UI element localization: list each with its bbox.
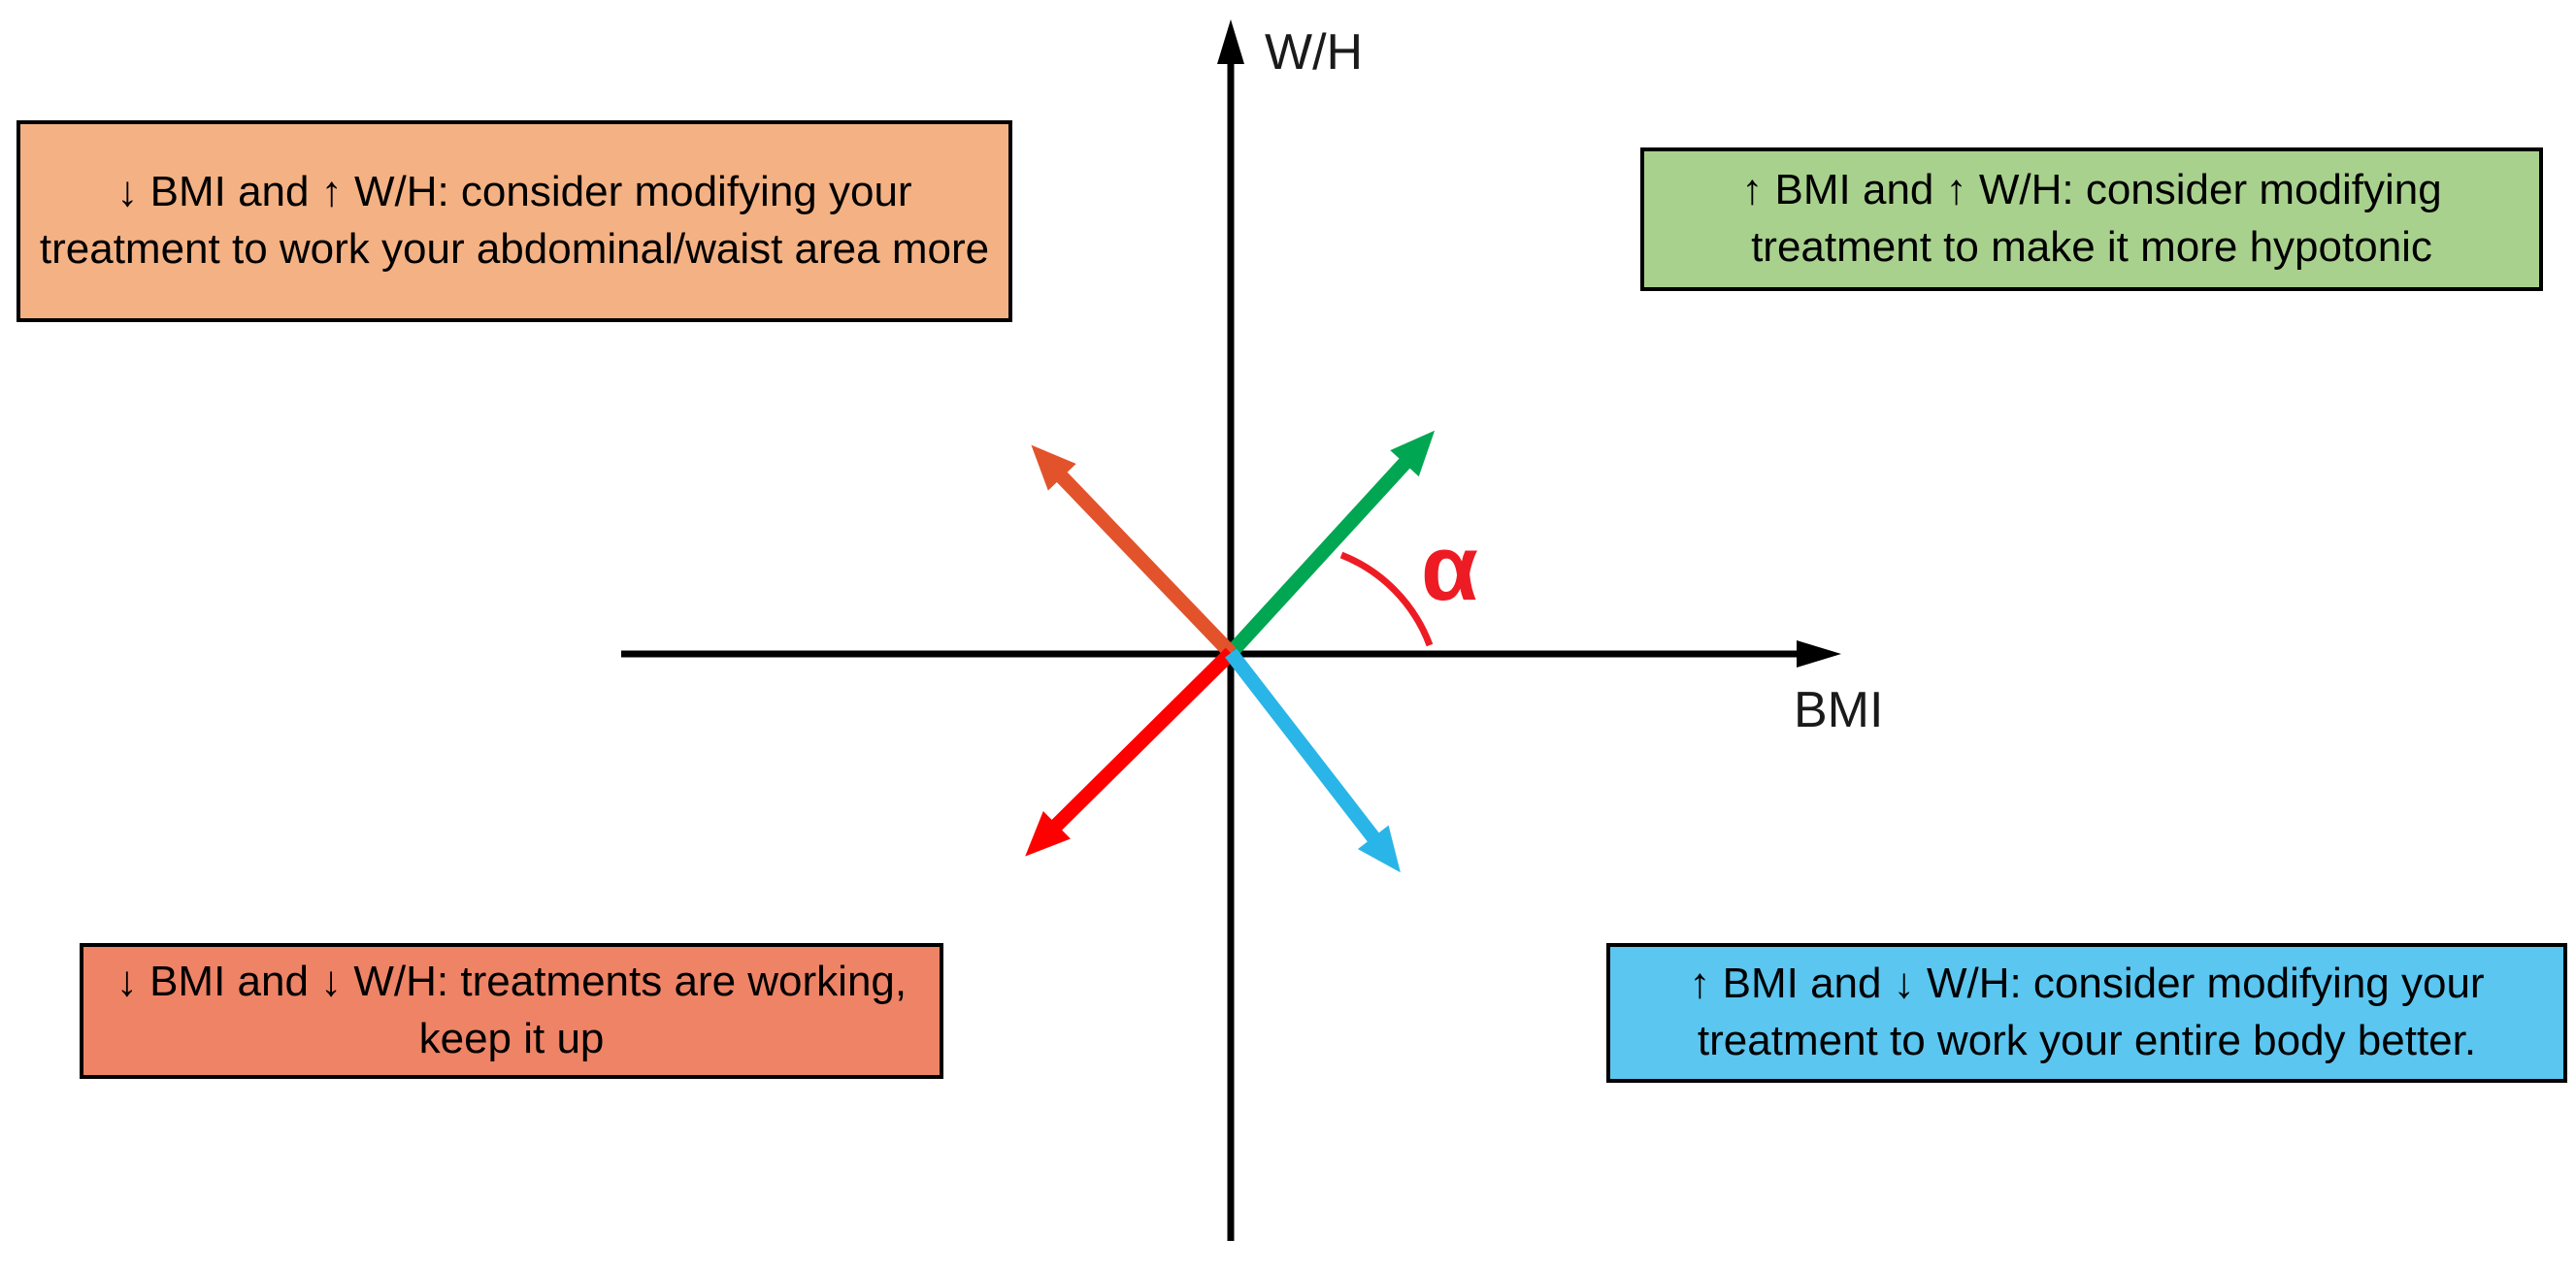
arrow-up-left-shaft bbox=[1052, 467, 1237, 659]
arrow-down-right bbox=[1225, 648, 1401, 873]
x-axis-label: BMI bbox=[1794, 682, 1884, 738]
arrow-down-right-shaft bbox=[1225, 648, 1383, 848]
arrow-up-left bbox=[1031, 444, 1237, 659]
quadrant-box-bottom-left: ↓ BMI and ↓ W/H: treatments are working,… bbox=[80, 943, 943, 1079]
y-axis-label: W/H bbox=[1265, 24, 1364, 81]
quadrant-box-top-left: ↓ BMI and ↑ W/H: consider modifying your… bbox=[17, 120, 1012, 322]
arrow-down-left-head-icon bbox=[1025, 811, 1071, 857]
alpha-angle-arc bbox=[1339, 551, 1434, 647]
arrow-up-right-head-icon bbox=[1390, 430, 1436, 477]
arrow-up-right bbox=[1225, 430, 1436, 659]
alpha-angle-symbol: α bbox=[1421, 516, 1479, 620]
arrow-up-right-shaft bbox=[1225, 453, 1415, 659]
arrow-down-left-shaft bbox=[1046, 647, 1237, 835]
arrow-down-left bbox=[1025, 647, 1237, 857]
x-axis-arrowhead-icon bbox=[1797, 640, 1841, 668]
quadrant-box-bottom-right: ↑ BMI and ↓ W/H: consider modifying your… bbox=[1606, 943, 2567, 1083]
arrow-up-left-head-icon bbox=[1031, 444, 1076, 491]
arrow-down-right-head-icon bbox=[1357, 825, 1401, 873]
quadrant-box-top-right: ↑ BMI and ↑ W/H: consider modifying trea… bbox=[1640, 147, 2543, 291]
y-axis-arrowhead-icon bbox=[1217, 19, 1244, 64]
